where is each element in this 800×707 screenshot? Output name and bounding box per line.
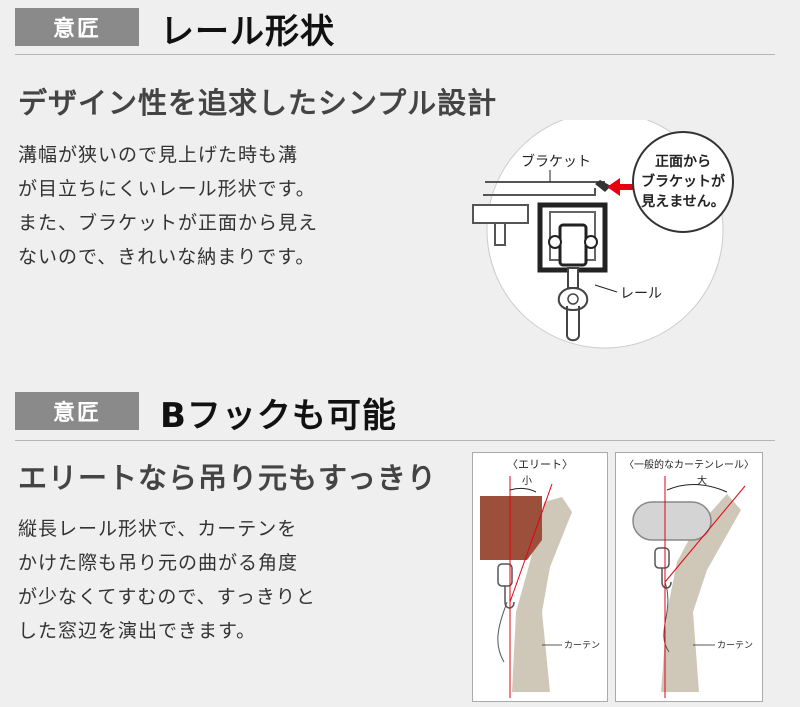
angle-label: 小 bbox=[522, 475, 532, 487]
callout-bubble bbox=[632, 131, 734, 233]
hook-loop bbox=[566, 306, 580, 342]
body-line: ないので、きれいな納まりです。 bbox=[18, 246, 316, 268]
hook bbox=[504, 586, 515, 609]
elite-panel: 〈エリート〉 小 カーテン bbox=[472, 452, 608, 702]
section2-title: Bフックも可能 bbox=[160, 396, 397, 436]
runner-wheel bbox=[548, 235, 562, 249]
angle-arc bbox=[666, 484, 728, 493]
section1-subhead: デザイン性を追求したシンプル設計 bbox=[18, 86, 498, 120]
callout-line: 正面から bbox=[655, 154, 711, 170]
callout-line: ブラケットが bbox=[641, 173, 726, 190]
section1-title: レール形状 bbox=[160, 12, 335, 52]
section1-body: 溝幅が狭いので見上げた時も溝 が目立ちにくいレール形状です。 また、ブラケットが… bbox=[18, 138, 318, 274]
bracket-label: ブラケット bbox=[521, 153, 591, 170]
cord bbox=[497, 601, 508, 663]
angle-label: 大 bbox=[697, 474, 707, 487]
rail-leader bbox=[594, 284, 618, 293]
curtain-shape bbox=[661, 494, 741, 692]
curtain-label: カーテン bbox=[717, 640, 753, 651]
panel-caption: 〈エリート〉 bbox=[507, 458, 573, 471]
wall-mount-tab bbox=[494, 222, 506, 246]
generic-rail-panel: 〈一般的なカーテンレール〉 大 カーテン bbox=[615, 452, 763, 702]
rail-top-hook bbox=[595, 180, 611, 192]
rail-cross-section-diagram: ブラケット レール 正面から ブラケットが 見えません。 bbox=[472, 120, 734, 349]
angle-line bbox=[664, 485, 746, 583]
bracket-plate-bottom bbox=[483, 188, 596, 196]
body-line: が少なくてすむので、すっきりと bbox=[18, 586, 316, 608]
section1-tag: 意匠 bbox=[15, 8, 139, 46]
section1-rule bbox=[15, 54, 775, 55]
angle-line bbox=[509, 483, 553, 603]
body-line: 縦長レール形状で、カーテンを bbox=[18, 518, 298, 540]
panel-caption: 〈一般的なカーテンレール〉 bbox=[624, 458, 754, 471]
wall-mount bbox=[472, 204, 529, 224]
rail-label: レール bbox=[620, 286, 662, 302]
body-line: また、ブラケットが正面から見え bbox=[18, 212, 319, 234]
section2-body: 縦長レール形状で、カーテンを かけた際も吊り元の曲がる角度 が少なくてすむので、… bbox=[18, 512, 316, 648]
red-arrow-icon bbox=[607, 178, 643, 196]
hook bbox=[661, 568, 672, 589]
generic-rail bbox=[632, 501, 712, 541]
runner-wheel bbox=[584, 235, 598, 249]
body-line: 溝幅が狭いので見上げた時も溝 bbox=[18, 144, 299, 166]
section2-tag: 意匠 bbox=[15, 392, 139, 430]
runner bbox=[654, 547, 670, 569]
section2-rule bbox=[15, 440, 775, 441]
body-line: した窓辺を演出できます。 bbox=[18, 620, 257, 642]
body-line: が目立ちにくいレール形状です。 bbox=[18, 178, 316, 200]
elite-rail bbox=[480, 496, 542, 560]
hook-stem bbox=[567, 267, 579, 289]
curtain-shape bbox=[512, 497, 572, 692]
curtain-label: カーテン bbox=[564, 640, 600, 651]
section2-subhead: エリートなら吊り元もすっきり bbox=[18, 461, 437, 495]
hook-hole bbox=[567, 293, 579, 305]
angle-arc bbox=[509, 487, 537, 493]
callout-line: 見えません。 bbox=[640, 194, 725, 210]
runner-body bbox=[558, 223, 588, 267]
body-line: かけた際も吊り元の曲がる角度 bbox=[18, 552, 299, 574]
